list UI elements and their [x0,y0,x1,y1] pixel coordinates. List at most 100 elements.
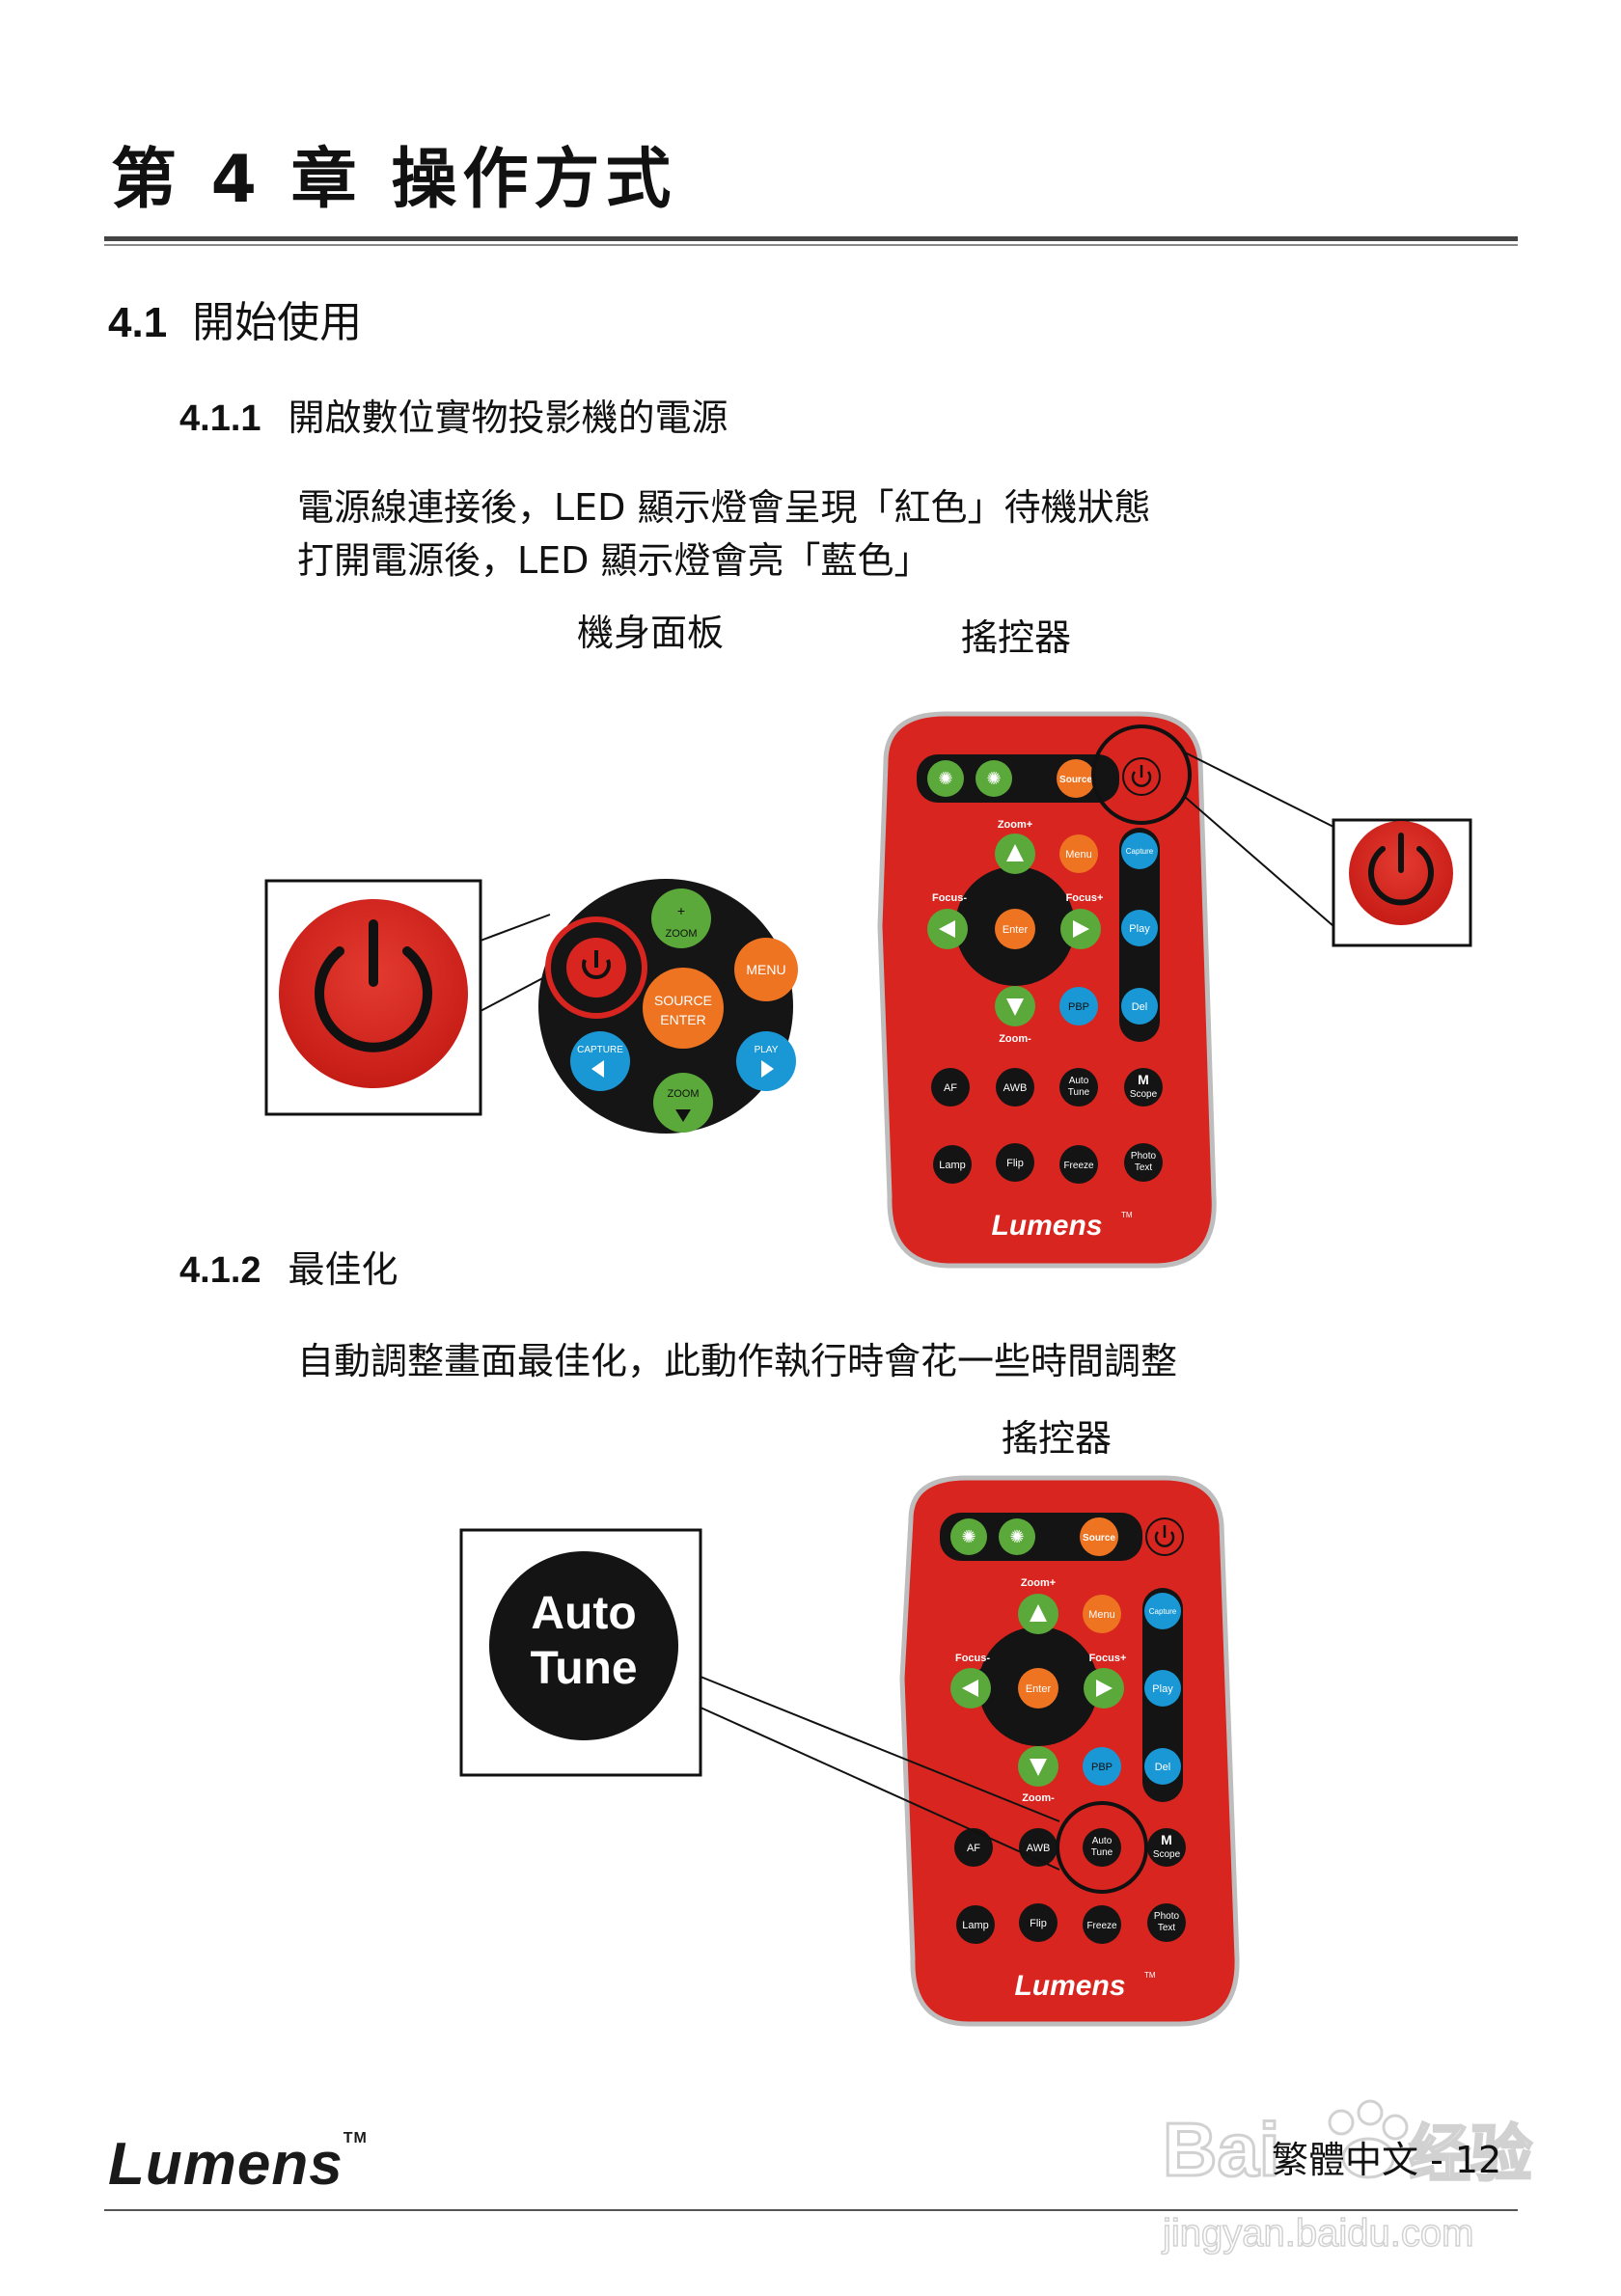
panel-capture-button[interactable] [570,1031,630,1091]
remote2-auto-tune-button[interactable] [1083,1828,1121,1867]
remote-tune-label: Tune [1068,1087,1090,1098]
remote-menu-label: Menu [1065,849,1092,861]
remote-del-label: Del [1132,1001,1148,1013]
section-number: 4.1 [108,299,168,346]
footer-logo: LumensTM [108,2130,368,2199]
remote-awb-label: AWB [1003,1082,1028,1094]
paragraph-line: 打開電源後，LED 顯示燈會亮「藍色」 [297,539,931,582]
remote-source-button[interactable] [1057,759,1095,798]
panel-play-label: PLAY [755,1045,779,1055]
remote-menu-button[interactable] [1059,834,1098,873]
remote2-capture-button[interactable] [1144,1593,1181,1629]
brightness-icon: ✺ [986,769,1001,788]
remote2-m-label: M [1161,1832,1172,1847]
remote-capture-button[interactable] [1121,833,1158,869]
remote2-lamp-button[interactable] [956,1905,995,1944]
panel-zoom-plus-button[interactable] [651,888,711,948]
remote2-source-button[interactable] [1080,1517,1118,1556]
subsection-number-2: 4.1.2 [179,1250,261,1291]
remote-auto-tune-button[interactable] [1059,1068,1098,1107]
remote2-zoom-plus-label: Zoom+ [1021,1577,1056,1589]
heading-rule [104,236,1518,241]
remote2-awb-button[interactable] [1019,1828,1058,1867]
remote2-photo-label: Photo [1154,1911,1180,1922]
remote2-pbp-label: PBP [1091,1762,1113,1773]
svg-text:+: + [677,903,685,918]
remote-control-1: ✺ ✺ Source Zoom+ Focus- Focus+ Enter Zoo… [877,711,1217,1269]
panel-zoom-minus-button[interactable] [653,1073,713,1133]
remote-source-label: Source [1059,775,1092,785]
remote2-menu-label: Menu [1088,1609,1115,1621]
remote-pbp-button[interactable] [1059,987,1098,1025]
remote2-af-label: AF [967,1843,980,1854]
caption-panel: 機身面板 [577,612,725,654]
page-number: 繁體中文 - 12 [1272,2139,1502,2181]
remote-enter-label: Enter [1003,924,1029,936]
remote-photo-text-button[interactable] [1124,1143,1163,1182]
panel-source-enter-button[interactable] [643,968,724,1049]
remote-mscope-button[interactable] [1124,1068,1163,1107]
remote2-photo-text-button[interactable] [1147,1903,1186,1942]
subsection-number-1: 4.1.1 [179,398,261,439]
remote2-flip-label: Flip [1030,1918,1047,1929]
highlight-circle [1056,1801,1148,1894]
remote-freeze-label: Freeze [1063,1161,1094,1171]
remote2-freeze-label: Freeze [1086,1921,1117,1931]
remote-awb-button[interactable] [996,1068,1034,1107]
remote-flip-label: Flip [1006,1158,1024,1169]
left-arrow-icon [591,1060,604,1078]
remote2-brand-logo: Lumens [1014,1970,1125,2002]
remote2-mscope-button[interactable] [1147,1828,1186,1867]
remote-enter-button[interactable] [995,909,1035,949]
auto-tune-icon [489,1551,678,1740]
remote2-scope-label: Scope [1153,1849,1181,1860]
remote2-pbp-button[interactable] [1083,1747,1121,1786]
remote-focus-minus-label: Focus- [932,892,967,904]
remote2-awb-label: AWB [1027,1843,1051,1854]
zoom-box-auto-tune: Auto Tune [459,1528,702,1777]
panel-menu-button[interactable] [734,938,798,1001]
panel-play-button[interactable] [736,1031,796,1091]
section-title: 開始使用 [192,298,363,347]
remote2-play-label: Play [1152,1683,1173,1695]
remote-freeze-button[interactable] [1059,1145,1098,1184]
remote2-capture-label: Capture [1149,1607,1177,1616]
remote2-flip-button[interactable] [1019,1903,1058,1942]
remote2-tune-label: Tune [1091,1847,1113,1858]
paragraph-line: 電源線連接後，LED 顯示燈會呈現「紅色」待機狀態 [297,486,1151,529]
remote2-menu-button[interactable] [1083,1595,1121,1633]
footer-logo-text: Lumens [108,2131,343,2198]
zoom-box-power-right [1332,818,1472,947]
zoom-box-power-left [264,879,482,1116]
watermark-text: Bai [1163,2107,1279,2192]
remote2-enter-button[interactable] [1018,1668,1058,1708]
remote-control-2: ✺ ✺ Source Zoom+ Focus- Focus+ Enter Zoo… [899,1475,1240,2027]
remote-focus-plus-label: Focus+ [1066,892,1104,904]
remote2-play-button[interactable] [1144,1670,1181,1707]
remote2-enter-label: Enter [1026,1683,1052,1695]
remote2-del-label: Del [1155,1762,1171,1773]
remote2-focus-minus-label: Focus- [955,1653,990,1664]
remote-af-button[interactable] [931,1068,970,1107]
remote-pbp-label: PBP [1068,1001,1089,1013]
brightness-icon: ✺ [961,1527,975,1546]
remote-lamp-button[interactable] [933,1145,972,1184]
remote2-freeze-button[interactable] [1083,1905,1121,1944]
remote-auto-label: Auto [1069,1076,1089,1086]
power-icon [279,899,468,1088]
panel-menu-label: MENU [746,962,785,977]
device-panel: + ZOOM MENU SOURCE ENTER CAPTURE PLAY ZO… [538,879,798,1134]
paragraph-line: 自動調整畫面最佳化，此動作執行時會花一些時間調整 [297,1340,1178,1382]
section-heading: 4.1 開始使用 [108,287,362,349]
remote2-af-button[interactable] [954,1828,993,1867]
remote-del-button[interactable] [1121,988,1158,1025]
brightness-icon: ✺ [1009,1527,1024,1546]
remote-play-button[interactable] [1121,910,1158,946]
remote2-del-button[interactable] [1144,1748,1181,1785]
remote2-zoom-minus-label: Zoom- [1022,1792,1055,1804]
remote-tm-label: TM [1121,1211,1133,1219]
remote-flip-button[interactable] [996,1143,1034,1182]
remote-scope-label: Scope [1130,1089,1158,1100]
